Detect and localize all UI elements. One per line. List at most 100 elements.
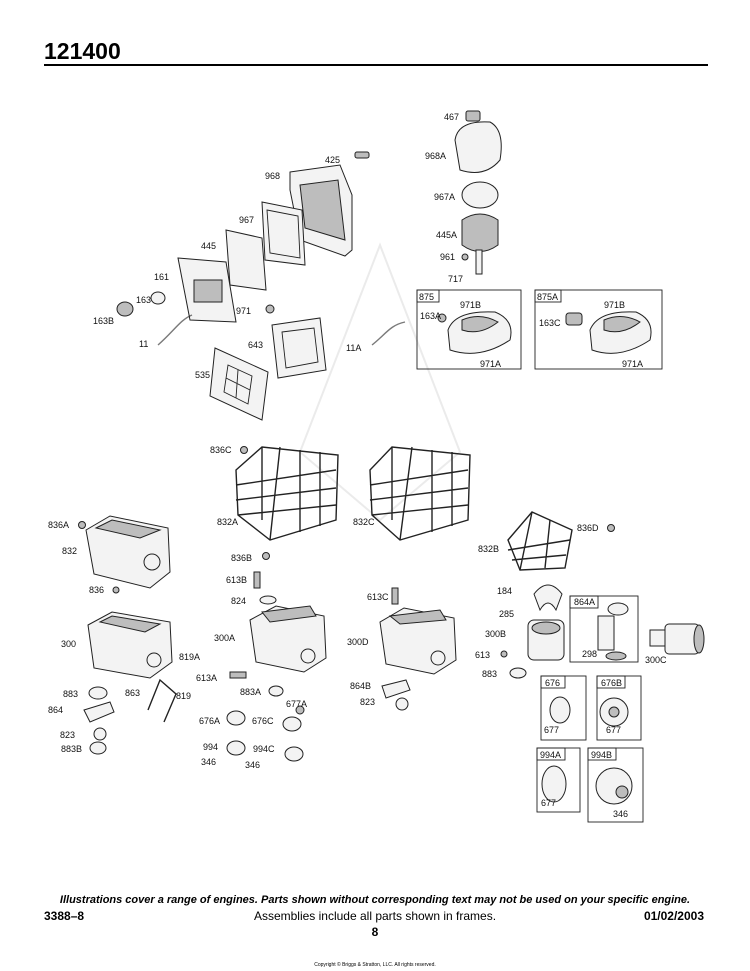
frame-994b (587, 747, 644, 823)
page-title: 121400 (44, 38, 121, 64)
screw-425 (354, 151, 370, 159)
deflector-676a (226, 710, 246, 726)
label-346-2: 346 (245, 760, 260, 770)
page-number: 8 (371, 925, 379, 939)
label-285: 285 (499, 609, 514, 619)
document-date: 01/02/2003 (643, 909, 704, 923)
label-300: 300 (61, 639, 76, 649)
label-161: 161 (154, 272, 169, 282)
label-967a: 967A (434, 192, 455, 202)
label-467: 467 (444, 112, 459, 122)
label-836b: 836B (231, 553, 252, 563)
muffler-300d (379, 607, 457, 675)
bracket-863 (147, 678, 177, 723)
elbow-994 (226, 740, 246, 756)
label-968a: 968A (425, 151, 446, 161)
clamp-184 (533, 584, 563, 612)
label-883b: 883B (61, 744, 82, 754)
label-613: 613 (475, 650, 490, 660)
gasket-883a (268, 685, 284, 697)
label-832c: 832C (353, 517, 375, 527)
bracket-864b (381, 679, 411, 699)
label-676c: 676C (252, 716, 274, 726)
label-883: 883 (63, 689, 78, 699)
elbow-300b (527, 619, 565, 661)
deflector-676c (282, 716, 302, 732)
gasket-883 (88, 686, 108, 700)
label-994: 994 (203, 742, 218, 752)
label-677-2: 677 (606, 725, 621, 735)
label-613c: 613C (367, 592, 389, 602)
label-677a: 677A (286, 699, 307, 709)
label-298: 298 (582, 649, 597, 659)
label-300a: 300A (214, 633, 235, 643)
label-832b: 832B (478, 544, 499, 554)
filter-967a (461, 181, 499, 209)
label-864: 864 (48, 705, 63, 715)
bracket-864 (83, 701, 115, 723)
label-11a: 11A (346, 343, 361, 353)
pre-cleaner-643 (271, 317, 327, 379)
label-346-1: 346 (201, 757, 216, 767)
filter-445 (225, 229, 267, 291)
screw-836a (78, 521, 86, 529)
label-445a: 445A (436, 230, 457, 240)
screw-613 (500, 650, 508, 658)
frame-994a (536, 747, 581, 813)
filter-445a (461, 213, 499, 252)
gasket-883b (89, 741, 107, 755)
document-number: 3388–8 (44, 909, 85, 923)
knob-467 (465, 110, 481, 122)
guard-832a (235, 446, 339, 541)
label-994b: 994B (591, 750, 612, 760)
gasket-163b (116, 301, 134, 317)
label-163: 163 (136, 295, 151, 305)
muffler-300a (249, 605, 327, 673)
screw-971 (265, 304, 275, 314)
screw-613c (391, 587, 399, 605)
label-677-3: 677 (541, 798, 556, 808)
gasket-163 (150, 291, 166, 305)
label-883-right: 883 (482, 669, 497, 679)
label-832: 832 (62, 546, 77, 556)
label-968: 968 (265, 171, 280, 181)
label-163b: 163B (93, 316, 114, 326)
title-rule (44, 64, 708, 66)
label-163c: 163C (539, 318, 561, 328)
label-994c: 994C (253, 744, 275, 754)
label-613b: 613B (226, 575, 247, 585)
copyright-text: Copyright © Briggs & Stratton, LLC. All … (314, 962, 436, 968)
label-875a: 875A (537, 292, 558, 302)
port-823-right (395, 697, 409, 711)
label-535: 535 (195, 370, 210, 380)
label-823-right: 823 (360, 697, 375, 707)
label-971a-1: 971A (480, 359, 501, 369)
label-864a: 864A (574, 597, 595, 607)
label-676b: 676B (601, 678, 622, 688)
label-425: 425 (325, 155, 340, 165)
label-676a: 676A (199, 716, 220, 726)
label-445: 445 (201, 241, 216, 251)
assemblies-note: Assemblies include all parts shown in fr… (253, 909, 497, 923)
label-961: 961 (440, 252, 455, 262)
frame-676 (540, 675, 587, 741)
label-163a: 163A (420, 311, 441, 321)
tube-11 (157, 314, 193, 346)
elbow-994c (284, 746, 304, 762)
label-300b: 300B (485, 629, 506, 639)
label-994a: 994A (540, 750, 561, 760)
label-819: 819 (176, 691, 191, 701)
screw-613a (229, 671, 247, 679)
label-836: 836 (89, 585, 104, 595)
frame-875 (416, 289, 522, 370)
label-863: 863 (125, 688, 140, 698)
frame-875a (534, 289, 663, 370)
disclaimer-text: Illustrations cover a range of engines. … (59, 894, 691, 906)
label-875: 875 (419, 292, 434, 302)
label-613a: 613A (196, 673, 217, 683)
screw-836b (262, 552, 270, 560)
screw-836c (240, 446, 248, 454)
label-832a: 832A (217, 517, 238, 527)
label-971b-1: 971B (460, 300, 481, 310)
